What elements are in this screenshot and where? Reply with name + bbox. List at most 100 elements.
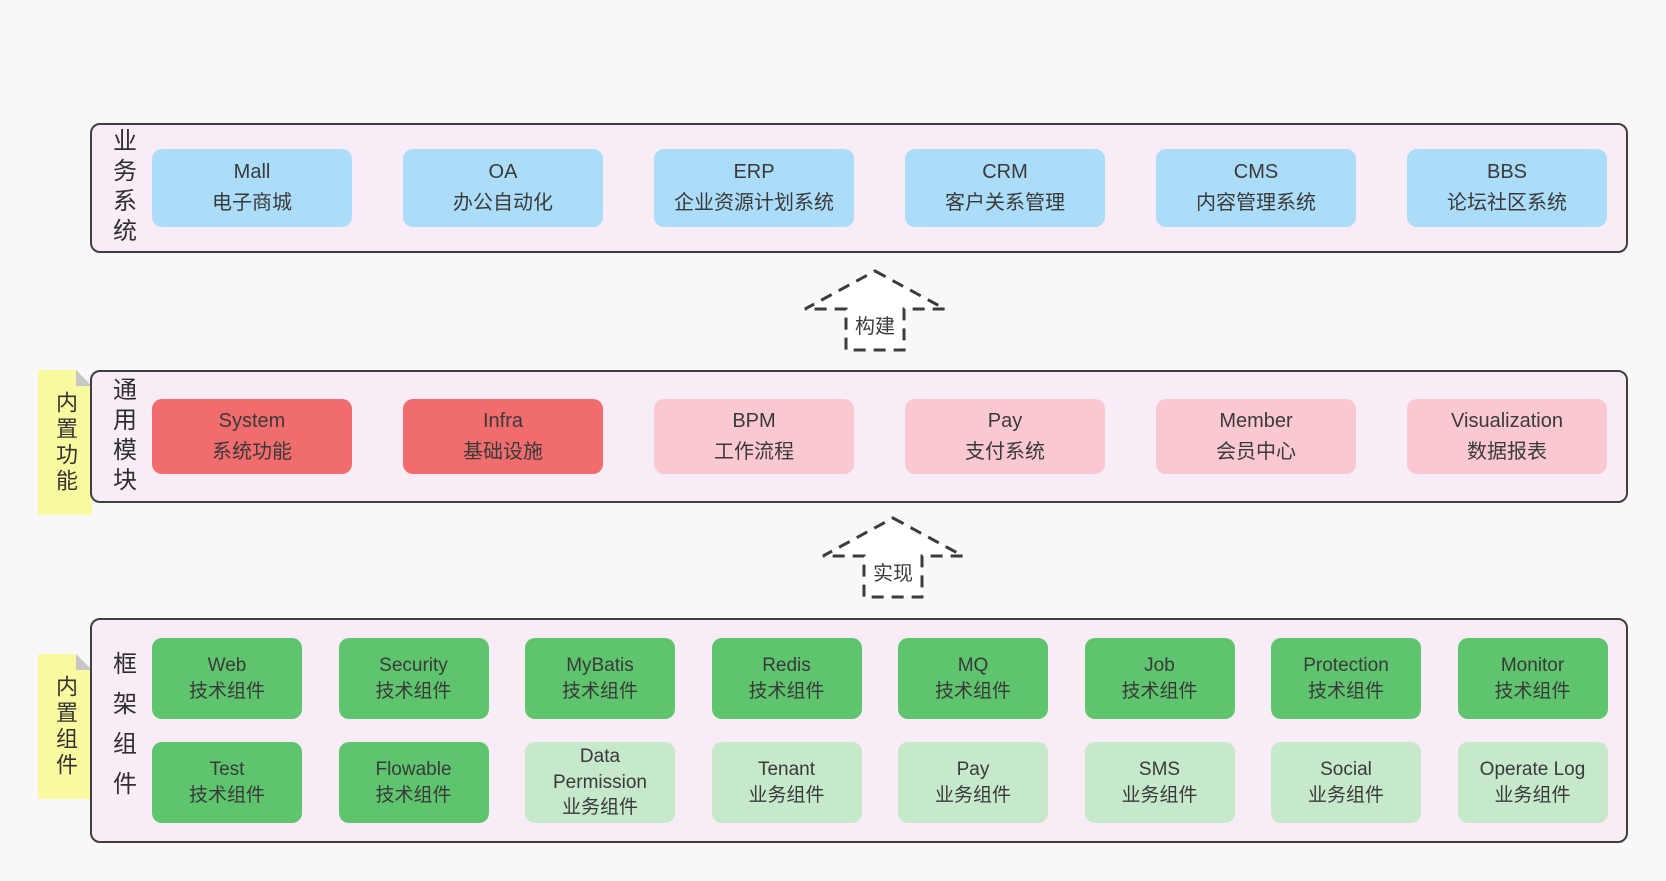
module-subtitle: 电子商城 <box>212 192 292 214</box>
section-common-modules: 通用模块 System 系统功能 Infra 基础设施 BPM 工作流程 Pay… <box>90 370 1628 503</box>
module-crm: CRM 客户关系管理 <box>905 149 1105 227</box>
module-visualization: Visualization 数据报表 <box>1407 399 1607 474</box>
module-title: CRM <box>982 161 1028 183</box>
module-title: OA <box>488 161 518 183</box>
component-subtitle: 技术组件 <box>1307 680 1384 702</box>
module-title: Mall <box>233 161 271 183</box>
component-subtitle: 技术组件 <box>188 784 265 806</box>
business-box-row: Mall 电子商城 OA 办公自动化 ERP 企业资源计划系统 CRM 客户关系… <box>152 149 1607 227</box>
module-title: Pay <box>987 409 1023 432</box>
build-arrow: 构建 <box>800 268 950 353</box>
component-title: Operate Log <box>1479 758 1586 780</box>
module-subtitle: 支付系统 <box>965 440 1045 463</box>
module-subtitle: 客户关系管理 <box>945 192 1065 214</box>
module-title: Visualization <box>1451 409 1563 432</box>
component-monitor: Monitor 技术组件 <box>1457 638 1608 719</box>
component-operate-log: Operate Log 业务组件 <box>1457 742 1608 823</box>
component-title: Redis <box>762 654 811 676</box>
component-flowable: Flowable 技术组件 <box>338 742 489 823</box>
module-title: BPM <box>732 409 776 432</box>
module-subtitle: 数据报表 <box>1467 440 1547 463</box>
component-subtitle: 技术组件 <box>375 680 452 702</box>
module-subtitle: 基础设施 <box>463 440 543 463</box>
framework-box-rows: Web 技术组件 Security 技术组件 MyBatis 技术组件 Redi… <box>152 638 1608 823</box>
component-subtitle: 技术组件 <box>375 784 452 806</box>
component-title: Social <box>1320 758 1372 780</box>
component-title: Tenant <box>757 758 816 780</box>
component-subtitle: 技术组件 <box>188 680 265 702</box>
component-pay: Pay 业务组件 <box>898 742 1048 823</box>
module-subtitle: 工作流程 <box>714 440 794 463</box>
component-title: SMS <box>1138 758 1181 780</box>
module-subtitle: 论坛社区系统 <box>1447 192 1567 214</box>
component-title: Job <box>1144 654 1175 676</box>
section-label: 框架组件 <box>108 650 136 811</box>
component-title: Test <box>209 758 245 780</box>
component-title: MQ <box>957 654 989 676</box>
module-oa: OA 办公自动化 <box>403 149 603 227</box>
component-tenant: Tenant 业务组件 <box>711 742 862 823</box>
component-subtitle: 技术组件 <box>1121 680 1198 702</box>
framework-row-2: Test 技术组件 Flowable 技术组件 Data Permission … <box>152 742 1608 823</box>
module-subtitle: 办公自动化 <box>453 192 553 214</box>
module-subtitle: 内容管理系统 <box>1196 192 1316 214</box>
component-title: Pay <box>956 758 990 780</box>
component-mybatis: MyBatis 技术组件 <box>525 638 675 719</box>
module-title: CMS <box>1233 161 1279 183</box>
component-test: Test 技术组件 <box>152 742 302 823</box>
component-subtitle: 技术组件 <box>934 680 1011 702</box>
component-title: Data Permission <box>553 746 647 793</box>
component-title: Monitor <box>1500 654 1565 676</box>
common-box-row: System 系统功能 Infra 基础设施 BPM 工作流程 Pay 支付系统… <box>152 399 1607 474</box>
module-bbs: BBS 论坛社区系统 <box>1407 149 1607 227</box>
implement-arrow-label: 实现 <box>873 563 913 585</box>
component-subtitle: 业务组件 <box>748 784 825 806</box>
framework-row-1: Web 技术组件 Security 技术组件 MyBatis 技术组件 Redi… <box>152 638 1608 719</box>
module-system: System 系统功能 <box>152 399 352 474</box>
section-framework-components: 框架组件 Web 技术组件 Security 技术组件 MyBatis 技术组件… <box>90 618 1628 843</box>
section-business-systems: 业务系统 Mall 电子商城 OA 办公自动化 ERP 企业资源计划系统 CRM… <box>90 123 1628 253</box>
module-cms: CMS 内容管理系统 <box>1156 149 1356 227</box>
module-pay: Pay 支付系统 <box>905 399 1105 474</box>
module-title: ERP <box>733 161 775 183</box>
component-sms: SMS 业务组件 <box>1084 742 1235 823</box>
dashed-up-arrow-icon <box>804 269 946 352</box>
section-label: 通用模块 <box>108 376 136 497</box>
module-bpm: BPM 工作流程 <box>654 399 854 474</box>
component-title: Security <box>379 654 448 676</box>
component-subtitle: 业务组件 <box>934 784 1011 806</box>
component-subtitle: 业务组件 <box>1307 784 1384 806</box>
section-label: 业务系统 <box>108 128 136 248</box>
module-title: System <box>218 409 286 432</box>
component-mq: MQ 技术组件 <box>898 638 1048 719</box>
component-subtitle: 业务组件 <box>1494 784 1571 806</box>
module-title: Member <box>1219 409 1293 432</box>
component-web: Web 技术组件 <box>152 638 302 719</box>
build-arrow-label: 构建 <box>855 316 895 338</box>
module-subtitle: 企业资源计划系统 <box>674 192 834 214</box>
component-redis: Redis 技术组件 <box>711 638 862 719</box>
component-title: Web <box>207 654 247 676</box>
implement-arrow: 实现 <box>818 515 968 600</box>
module-title: Infra <box>482 409 524 432</box>
component-social: Social 业务组件 <box>1271 742 1421 823</box>
dashed-up-arrow-icon <box>822 516 964 599</box>
component-data-permission: Data Permission 业务组件 <box>525 742 675 823</box>
sticky-note-label: 内置组件 <box>53 674 78 779</box>
module-member: Member 会员中心 <box>1156 399 1356 474</box>
component-protection: Protection 技术组件 <box>1271 638 1421 719</box>
component-security: Security 技术组件 <box>338 638 489 719</box>
sticky-note-built-in-components: 内置组件 <box>38 654 92 799</box>
component-subtitle: 技术组件 <box>748 680 825 702</box>
component-job: Job 技术组件 <box>1084 638 1235 719</box>
component-subtitle: 业务组件 <box>1121 784 1198 806</box>
module-mall: Mall 电子商城 <box>152 149 352 227</box>
module-subtitle: 会员中心 <box>1216 440 1296 463</box>
component-title: Flowable <box>375 758 452 780</box>
component-title: MyBatis <box>566 654 634 676</box>
module-title: BBS <box>1486 161 1528 183</box>
sticky-note-built-in-features: 内置功能 <box>38 370 92 515</box>
module-erp: ERP 企业资源计划系统 <box>654 149 854 227</box>
component-subtitle: 技术组件 <box>561 680 638 702</box>
